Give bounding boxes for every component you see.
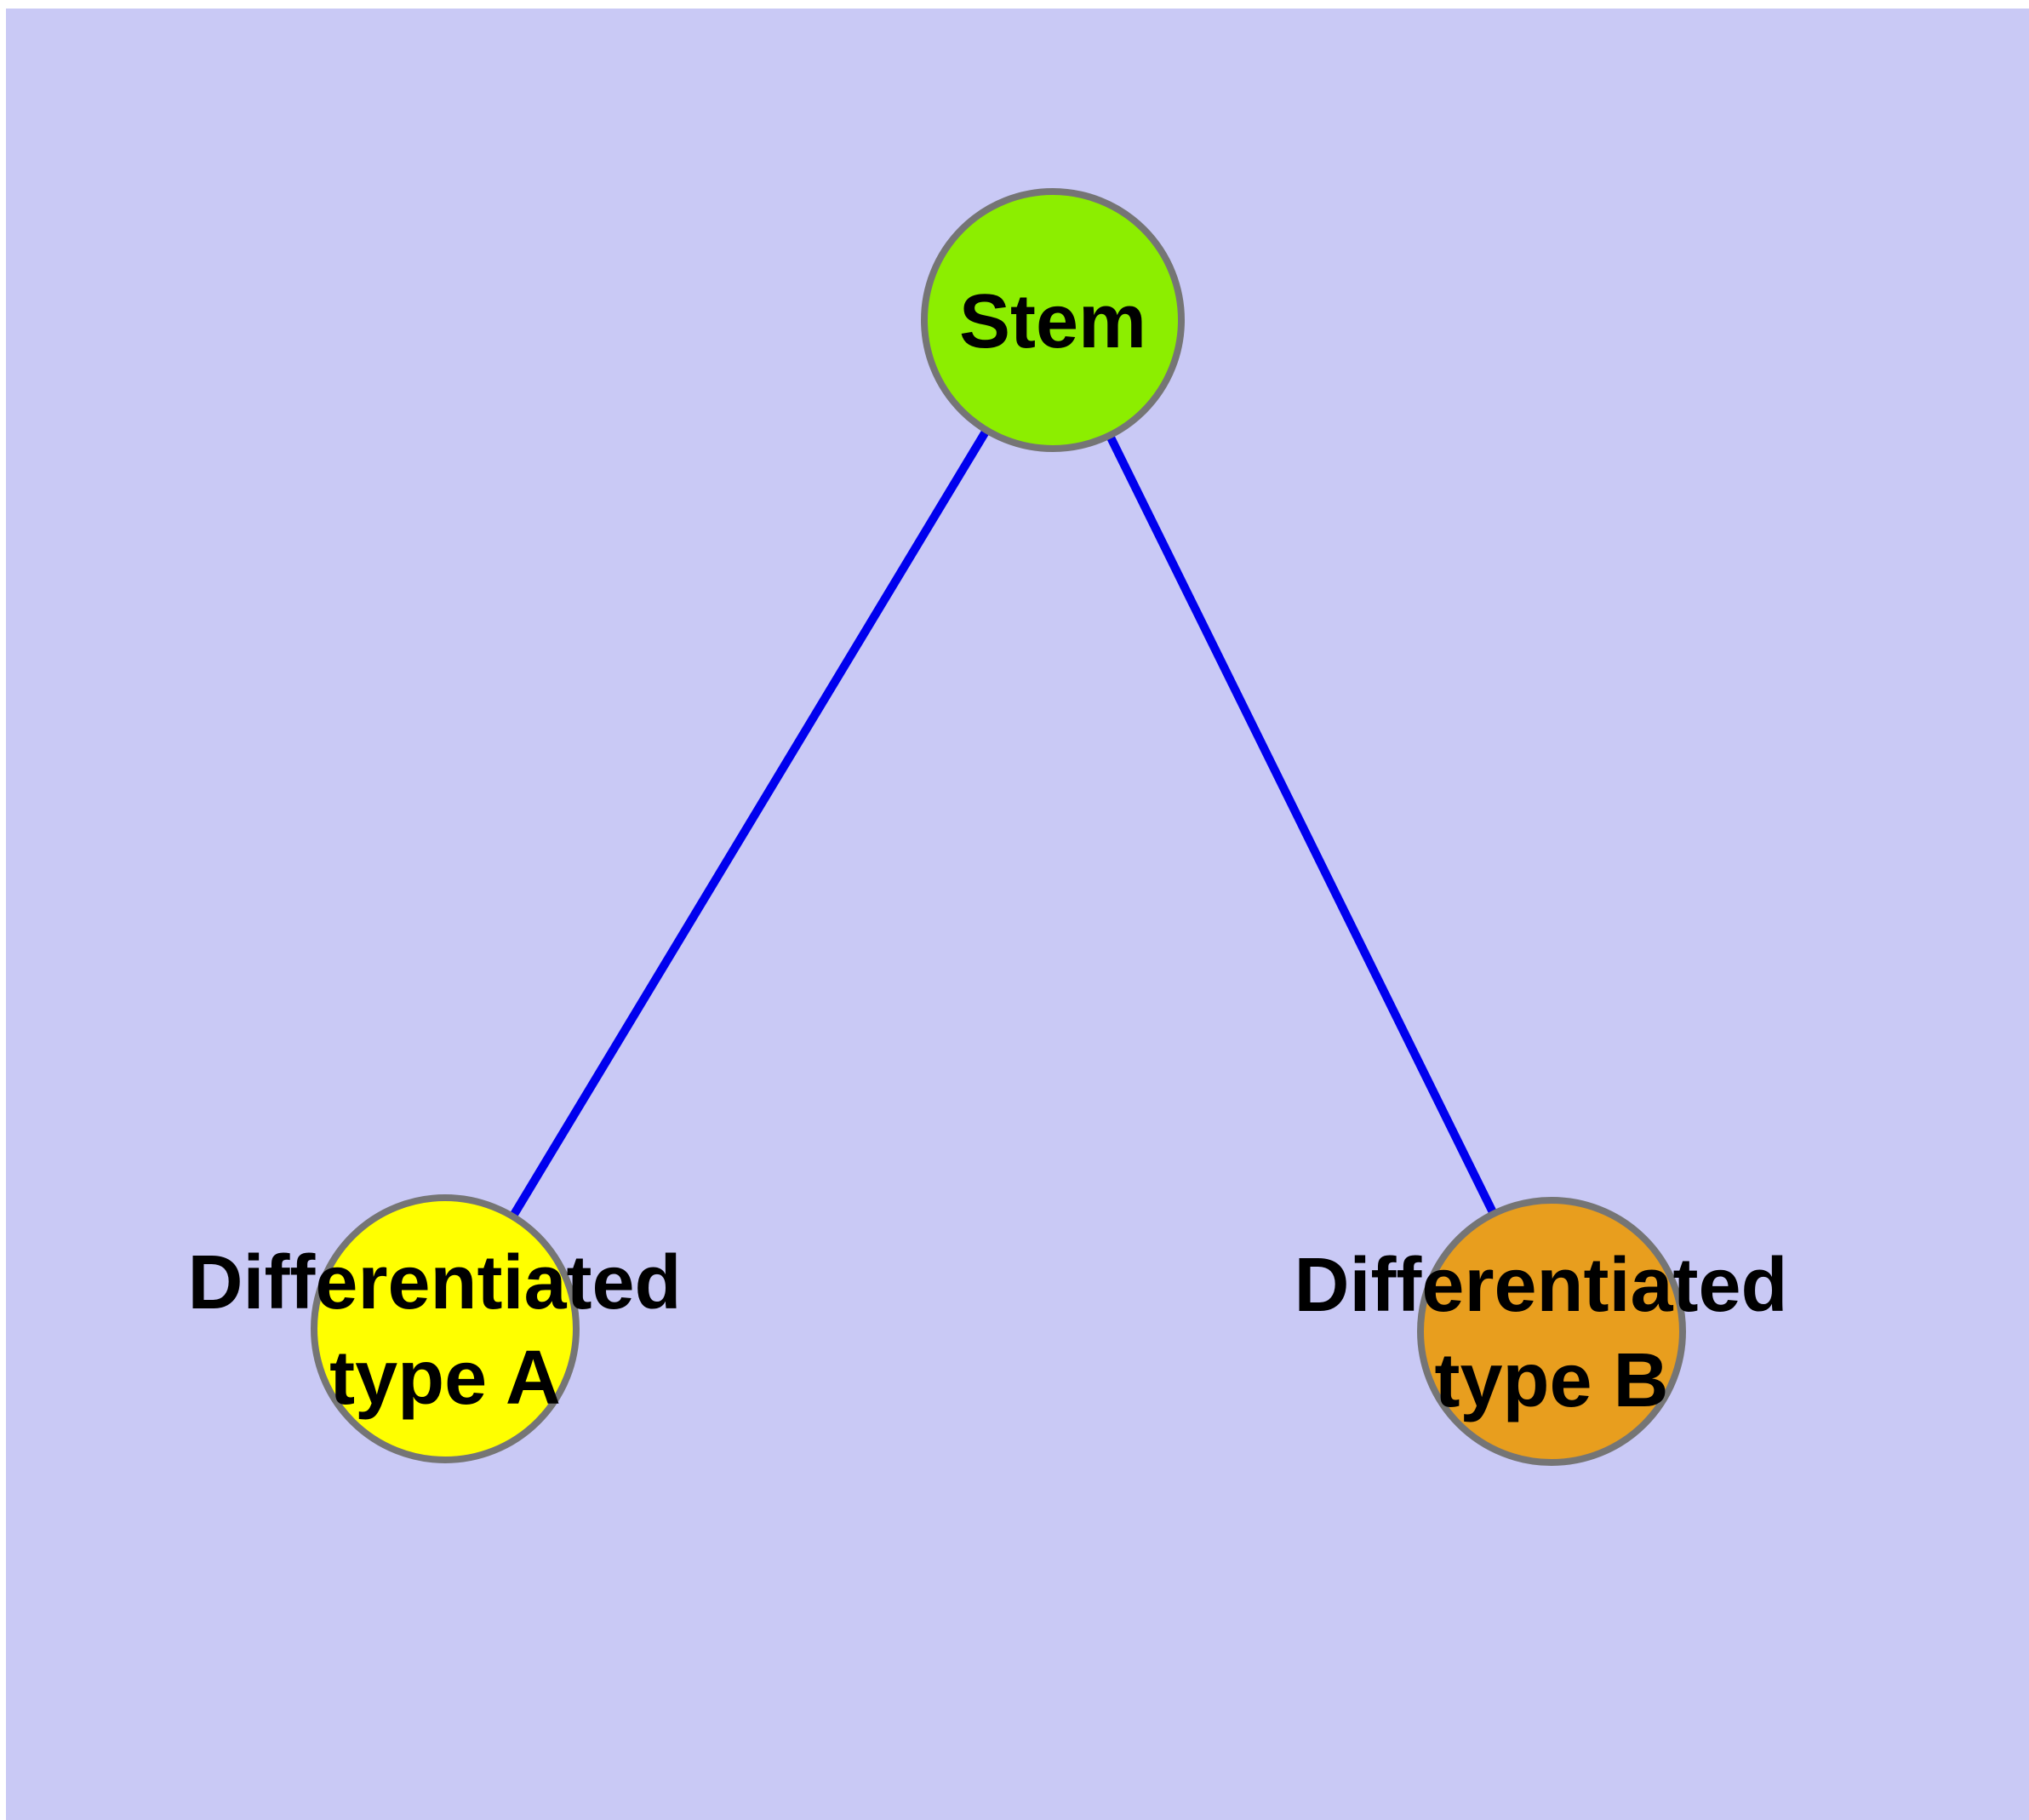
- node-type-a-label: Differentiated type A: [187, 1240, 702, 1421]
- node-differentiated-type-a: Differentiated type A: [187, 1194, 702, 1463]
- node-type-b-label-line2: type B: [1434, 1338, 1668, 1423]
- edge-stem-to-type-a: [441, 318, 1057, 1331]
- node-type-b-circle: [1417, 1197, 1686, 1466]
- edge-stem-to-type-b: [1049, 318, 1556, 1334]
- node-stem-label: Stem: [959, 279, 1146, 364]
- node-type-b-label: Differentiated type B: [1294, 1243, 1809, 1423]
- node-type-b-label-line1: Differentiated: [1294, 1243, 1787, 1328]
- node-type-a-label-line2: type A: [329, 1336, 561, 1421]
- node-type-a-circle: [311, 1194, 580, 1463]
- node-differentiated-type-b: Differentiated type B: [1294, 1197, 1809, 1466]
- node-type-a-label-line1: Differentiated: [187, 1240, 681, 1325]
- node-stem: Stem: [921, 188, 1185, 452]
- edge-layer: [441, 318, 1556, 1334]
- node-stem-circle: [921, 188, 1185, 452]
